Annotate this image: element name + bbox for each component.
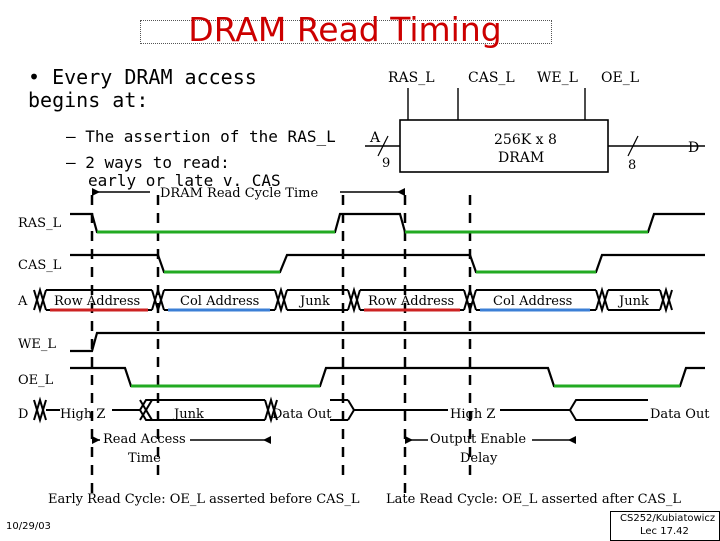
waveform-oe (70, 366, 705, 388)
signal-label-we: WE_L (18, 337, 56, 352)
waveform-cas (70, 253, 705, 274)
read-access-label-2: Time (128, 451, 161, 466)
chip-pin-ras: RAS_L (388, 70, 435, 86)
signal-label-d: D (18, 407, 29, 422)
caption-early: Early Read Cycle: OE_L asserted before C… (48, 492, 360, 507)
bullet-main-text: Every DRAM access begins at: (28, 65, 257, 112)
waveform-we (70, 331, 705, 353)
waveform-address (33, 286, 673, 314)
signal-label-cas: CAS_L (18, 258, 62, 273)
sub-bullet-1-text: The assertion of the RAS_L (85, 127, 336, 146)
signal-label-oe: OE_L (18, 373, 54, 388)
chip-addr-label: A (370, 130, 381, 146)
addr-row-1: Row Address (54, 294, 141, 309)
chip-addr-width: 9 (382, 156, 391, 171)
title-frame (140, 20, 552, 44)
chip-pin-we: WE_L (537, 70, 578, 86)
data-out-1: Data Out (272, 407, 332, 422)
signal-label-a: A (18, 294, 28, 309)
chip-box (399, 119, 609, 173)
dram-chip (365, 88, 705, 173)
chip-pin-cas: CAS_L (468, 70, 515, 86)
output-enable-arrow (405, 436, 576, 444)
sub-bullet-2b: early or late v. CAS (88, 171, 281, 190)
signal-label-ras: RAS_L (18, 216, 62, 231)
sub-bullet-2-text: 2 ways to read: (85, 153, 230, 172)
chip-box-label-2: DRAM (498, 150, 545, 166)
reference-lines (90, 195, 472, 500)
addr-col-1: Col Address (180, 294, 260, 309)
chip-pin-oe: OE_L (601, 70, 639, 86)
addr-col-2: Col Address (493, 294, 573, 309)
waveform-data (33, 396, 648, 424)
sub-bullet-2: – 2 ways to read: (66, 153, 230, 172)
data-junk: Junk (174, 407, 204, 422)
cycle-time-label: DRAM Read Cycle Time (160, 186, 319, 201)
chip-box-label-1: 256K x 8 (494, 132, 557, 148)
footer-course: CS252/Kubiatowicz (620, 513, 716, 524)
read-access-arrow (92, 436, 271, 444)
data-highz-2: High Z (450, 407, 496, 422)
page-title: DRAM Read Timing (188, 10, 502, 49)
sub-bullet-1: – The assertion of the RAS_L (66, 127, 336, 146)
waveform-ras (70, 212, 705, 234)
addr-junk-2: Junk (619, 294, 649, 309)
output-enable-label-1: Output Enable (430, 432, 527, 447)
footer-date: 10/29/03 (6, 521, 51, 532)
chip-data-slash (627, 135, 639, 157)
cycle-time-arrow (92, 188, 405, 196)
chip-data-width: 8 (628, 158, 637, 173)
data-highz-1: High Z (60, 407, 106, 422)
chip-addr-slash (377, 135, 389, 157)
read-access-label-1: Read Access (103, 432, 186, 447)
caption-late: Late Read Cycle: OE_L asserted after CAS… (386, 492, 682, 507)
data-junk-cross (139, 399, 153, 421)
chip-data-label: D (688, 140, 700, 156)
bullet-list: • Every DRAM access begins at: (28, 66, 318, 112)
addr-row-2: Row Address (368, 294, 455, 309)
data-out-2: Data Out (650, 407, 710, 422)
addr-junk-1: Junk (300, 294, 330, 309)
bullet-main: • Every DRAM access begins at: (28, 65, 257, 112)
footer-lecture: Lec 17.42 (640, 526, 689, 537)
